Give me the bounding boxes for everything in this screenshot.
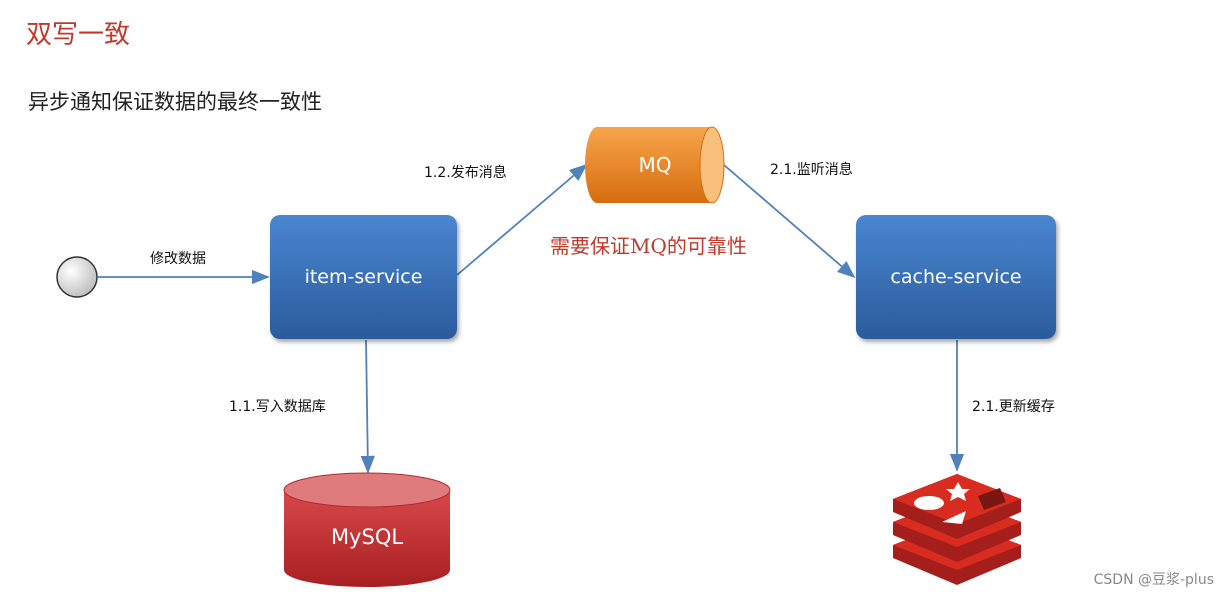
mysql-database	[283, 472, 451, 587]
arrow-publish	[456, 163, 588, 276]
redis-logo-icon	[893, 474, 1021, 585]
page-title: 双写一致	[26, 20, 131, 50]
edge-label-write-db: 1.1.写入数据库	[229, 399, 326, 415]
start-node-icon	[56, 256, 98, 298]
edge-label-publish: 1.2.发布消息	[424, 165, 507, 181]
mq-reliability-note: 需要保证MQ的可靠性	[550, 234, 747, 258]
item-service-label: item-service	[304, 266, 423, 288]
item-service-box: item-service	[270, 215, 457, 339]
arrow-listen	[723, 164, 856, 279]
mysql-label: MySQL	[331, 525, 403, 549]
edge-label-listen: 2.1.监听消息	[770, 162, 853, 178]
page-subtitle: 异步通知保证数据的最终一致性	[28, 90, 322, 114]
arrow-write-db	[360, 339, 375, 474]
mq-label: MQ	[639, 153, 672, 177]
edge-label-update-cache: 2.1.更新缓存	[972, 399, 1055, 415]
cache-service-box: cache-service	[856, 215, 1056, 339]
watermark: CSDN @豆浆-plus	[1093, 572, 1214, 588]
cache-service-label: cache-service	[890, 266, 1022, 288]
edge-label-modify: 修改数据	[150, 251, 206, 267]
mq-queue	[585, 126, 725, 204]
